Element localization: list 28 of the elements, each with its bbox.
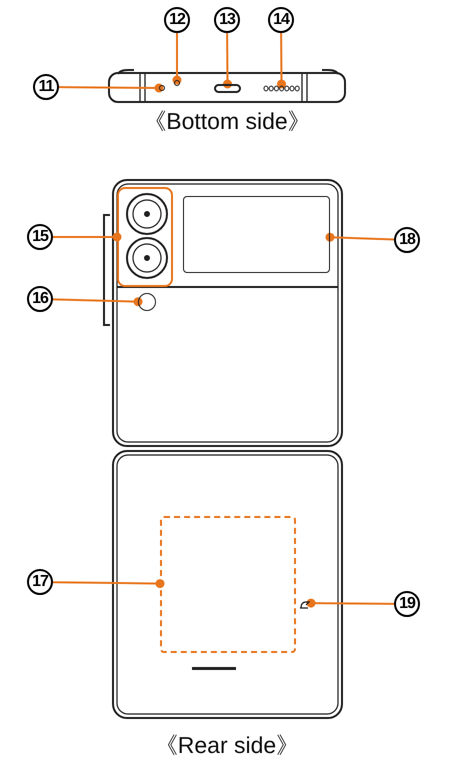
camera-frame: [117, 187, 173, 287]
callout-number: 18: [394, 227, 420, 253]
microphone-hole: [159, 85, 165, 91]
charging-area: [160, 516, 296, 653]
leader-line: [172, 33, 182, 84]
callout-number: 14: [268, 7, 294, 33]
flash: [138, 293, 156, 311]
leader-line: [223, 33, 232, 88]
callout-number: 16: [27, 286, 53, 312]
view-caption: 《Bottom side》: [143, 107, 311, 136]
callout-number: 19: [394, 591, 420, 617]
callout-number: 15: [27, 224, 53, 250]
leader-line: [52, 297, 142, 306]
leader-line: [277, 33, 286, 88]
callout-number: 13: [214, 7, 240, 33]
speaker-grille: [263, 84, 300, 93]
cover-display: [183, 196, 330, 273]
leader-line: [58, 84, 164, 92]
charging-port: [214, 84, 241, 93]
leader-line: [53, 232, 122, 242]
view-caption: 《Rear side》: [154, 731, 300, 760]
microphone-hole: [174, 80, 180, 86]
callout-number: 11: [33, 74, 59, 100]
leader-line: [52, 579, 164, 588]
callout-number: 12: [164, 7, 190, 33]
leader-line: [326, 232, 394, 242]
leader-line: [306, 598, 394, 608]
callout-number: 17: [27, 569, 53, 595]
